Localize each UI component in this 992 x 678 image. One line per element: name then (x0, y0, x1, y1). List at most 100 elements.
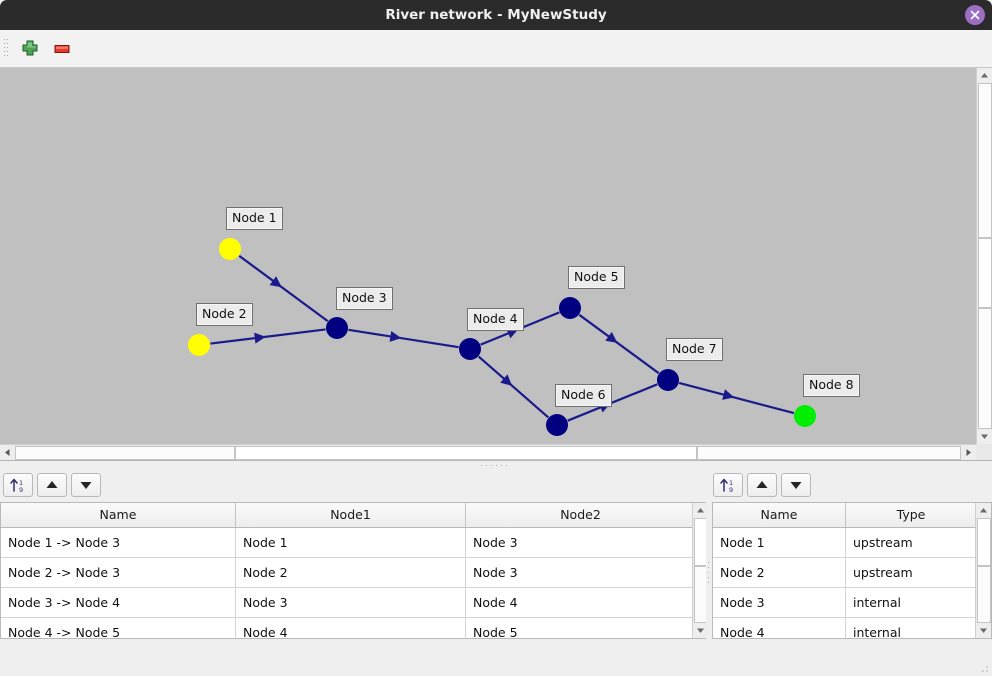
graph-edge[interactable] (348, 328, 459, 349)
graph-node[interactable] (326, 317, 348, 339)
node-table-cell[interactable]: Node 2 (713, 558, 846, 587)
scroll-right-icon[interactable] (961, 445, 976, 460)
node-sort-ascending-icon[interactable]: 1 9 (713, 473, 743, 497)
graph-node-label[interactable]: Node 1 (226, 207, 283, 230)
graph-vscroll-thumb-lower[interactable] (978, 308, 992, 429)
graph-edge-arrow-icon (605, 331, 618, 343)
node-table-cell[interactable]: Node 1 (713, 528, 846, 557)
graph-node[interactable] (657, 369, 679, 391)
node-move-down-icon[interactable] (781, 473, 811, 497)
graph-node-label[interactable]: Node 2 (196, 303, 253, 326)
network-graph-canvas[interactable]: Node 1 Node 2 Node 3 Node 4 Node 5 Node 6 Node… (0, 68, 976, 444)
branch-column-header[interactable]: Node2 (466, 503, 696, 527)
node-table-cell[interactable]: upstream (846, 558, 977, 587)
branch-table-cell[interactable]: Node 2 -> Node 3 (1, 558, 236, 587)
graph-node-label[interactable]: Node 6 (555, 384, 612, 407)
svg-text:1: 1 (19, 479, 23, 487)
graph-hscroll-track-left[interactable] (15, 446, 235, 460)
branch-table-cell[interactable]: Node 5 (466, 618, 694, 638)
graph-hscroll-thumb[interactable] (235, 446, 697, 460)
graph-horizontal-scrollbar[interactable] (0, 444, 976, 461)
branch-move-up-icon[interactable] (37, 473, 67, 497)
branch-table-cell[interactable]: Node 1 (236, 528, 466, 557)
branch-table-cell[interactable]: Node 1 -> Node 3 (1, 528, 236, 557)
node-table-cell[interactable]: Node 3 (713, 588, 846, 617)
graph-node[interactable] (459, 338, 481, 360)
branch-table-cell[interactable]: Node 2 (236, 558, 466, 587)
node-scroll-up-icon[interactable] (976, 503, 991, 518)
node-table-vscroll-thumb[interactable] (977, 518, 991, 566)
graph-node-label[interactable]: Node 4 (467, 308, 524, 331)
branch-move-down-icon[interactable] (71, 473, 101, 497)
branch-table-cell[interactable]: Node 4 (466, 588, 694, 617)
node-move-up-icon[interactable] (747, 473, 777, 497)
branch-scroll-down-icon[interactable] (693, 623, 708, 638)
node-table-vertical-scrollbar[interactable] (975, 503, 991, 638)
node-table-toolbar: 1 9 (712, 470, 992, 502)
node-table-cell[interactable]: Node 4 (713, 618, 846, 638)
graph-node[interactable] (794, 405, 816, 427)
branch-table-vertical-scrollbar[interactable] (692, 503, 708, 638)
branch-table-cell[interactable]: Node 3 (236, 588, 466, 617)
vertical-splitter[interactable] (706, 470, 712, 676)
graph-vscroll-thumb[interactable] (978, 238, 992, 308)
toolbar-drag-handle[interactable] (4, 39, 9, 59)
branch-column-header[interactable]: Node1 (236, 503, 466, 527)
node-table-vscroll-track[interactable] (977, 566, 991, 623)
scroll-up-icon[interactable] (977, 68, 992, 83)
graph-node-label[interactable]: Node 8 (803, 374, 860, 397)
branch-table-cell[interactable]: Node 4 -> Node 5 (1, 618, 236, 638)
graph-edge[interactable] (238, 254, 329, 323)
graph-vertical-scrollbar[interactable] (976, 68, 992, 444)
graph-node-label[interactable]: Node 5 (568, 266, 625, 289)
node-scroll-down-icon[interactable] (976, 623, 991, 638)
graph-edge[interactable] (578, 313, 660, 375)
branch-sort-ascending-icon[interactable]: 1 9 (3, 473, 33, 497)
svg-text:9: 9 (19, 486, 23, 494)
graph-vscroll-thumb-upper[interactable] (978, 83, 992, 238)
remove-node-icon[interactable] (50, 38, 74, 60)
node-table-cell[interactable]: upstream (846, 528, 977, 557)
branch-table-cell[interactable]: Node 3 (466, 558, 694, 587)
graph-hscroll-track-right[interactable] (697, 446, 961, 460)
graph-node[interactable] (546, 414, 568, 436)
horizontal-splitter[interactable] (0, 460, 992, 471)
branch-table-cell[interactable]: Node 3 -> Node 4 (1, 588, 236, 617)
graph-node[interactable] (559, 297, 581, 319)
graph-node[interactable] (219, 238, 241, 260)
graph-node-label[interactable]: Node 3 (336, 287, 393, 310)
svg-text:1: 1 (729, 479, 733, 487)
close-icon[interactable] (965, 5, 985, 25)
scroll-down-icon[interactable] (977, 429, 992, 444)
graph-node-label[interactable]: Node 7 (666, 338, 723, 361)
node-table-cell[interactable]: internal (846, 618, 977, 638)
graph-edge[interactable] (567, 383, 658, 422)
branch-table-cell[interactable]: Node 4 (236, 618, 466, 638)
branch-scroll-up-icon[interactable] (693, 503, 708, 518)
branch-table-cell[interactable]: Node 3 (466, 528, 694, 557)
window-resize-grip[interactable] (978, 663, 990, 675)
node-column-header[interactable]: Type (846, 503, 977, 527)
add-node-icon[interactable] (18, 38, 42, 60)
scroll-left-icon[interactable] (0, 445, 15, 460)
graph-node[interactable] (188, 334, 210, 356)
node-column-header[interactable]: Name (713, 503, 846, 527)
node-table-cell[interactable]: internal (846, 588, 977, 617)
graph-edge[interactable] (210, 328, 326, 345)
graph-edge[interactable] (477, 355, 550, 419)
branch-column-header[interactable]: Name (1, 503, 236, 527)
graph-edge[interactable] (678, 381, 795, 415)
